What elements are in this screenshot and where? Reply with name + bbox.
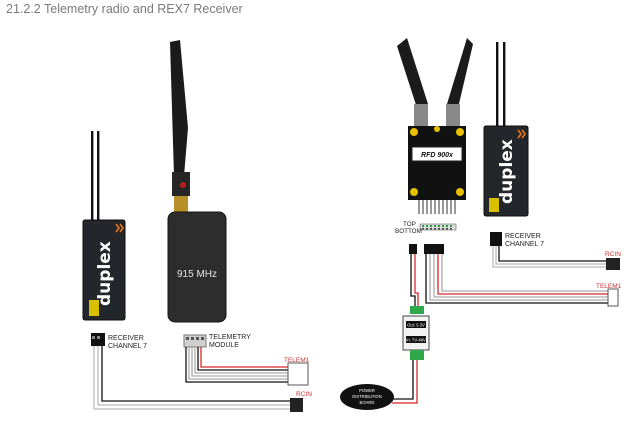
left-radio-antenna: [170, 40, 190, 212]
right-receiver-channel-line1: RECEIVER: [505, 233, 541, 240]
left-telem1-label: TELEM1: [284, 357, 310, 364]
left-rcin-plug: [290, 398, 303, 412]
left-telemetry-module-line2: MODULE: [209, 342, 239, 349]
left-rcin-label: RCIN: [296, 391, 312, 398]
left-receiver-channel-line2: CHANNEL 7: [108, 343, 147, 350]
right-regulator-output: Out: 5.3V: [407, 323, 425, 328]
left-radio-frequency: 915 MHz: [177, 269, 217, 280]
right-telemetry-plug: [424, 244, 444, 254]
right-radio-header: [419, 223, 457, 231]
right-top-label: TOP: [403, 221, 416, 228]
right-rfd900-radio: RFD 900x: [408, 126, 466, 214]
right-radio-antennas: [397, 38, 473, 130]
right-rcin-label: RCIN: [605, 251, 621, 258]
left-receiver-antennas: [91, 131, 100, 226]
left-telemetry-cable: [185, 347, 288, 383]
right-pdb-label-line3: BOARD: [360, 400, 375, 405]
section-heading: 21.2.2 Telemetry radio and REX7 Receiver: [6, 2, 243, 16]
right-pdb-label-line2: DISTRIBUTION: [352, 394, 382, 399]
left-telemetry-connector: [183, 334, 207, 348]
right-receiver-channel-line2: CHANNEL 7: [505, 241, 544, 248]
left-telem1-plug: [287, 362, 309, 386]
right-telemetry-cable: [425, 254, 608, 304]
right-power-distribution-board: POWER DISTRIBUTION BOARD: [340, 384, 394, 410]
right-pdb-wires: [392, 360, 418, 404]
left-telemetry-module-line1: TELEMETRY: [209, 334, 251, 341]
right-regulator-connector: [410, 306, 424, 314]
right-pdb-label-line1: POWER: [359, 388, 375, 393]
right-receiver-connector: [490, 232, 502, 246]
right-rcin-plug: [606, 258, 620, 270]
right-receiver-rex7: duplex: [483, 125, 529, 217]
left-receiver-rex7: duplex: [82, 219, 126, 321]
left-receiver-connector: [91, 333, 105, 346]
right-receiver-antennas: [496, 42, 506, 128]
left-rcin-cable: [93, 346, 290, 410]
right-regulator-input: In: 7V-48V: [406, 338, 426, 343]
right-voltage-regulator: Out: 5.3V In: 7V-48V: [402, 315, 430, 360]
left-receiver-channel-line1: RECEIVER: [108, 335, 144, 342]
right-power-plug: [409, 244, 417, 254]
right-telem1-label: TELEM1: [596, 283, 622, 290]
right-bottom-label: BOTTOM: [395, 228, 422, 235]
right-power-wires: [410, 254, 419, 312]
left-telemetry-radio: 915 MHz: [167, 211, 227, 323]
right-rcin-cable: [492, 246, 606, 268]
right-telem1-plug: [607, 288, 619, 307]
right-radio-name: RFD 900x: [421, 152, 454, 159]
left-receiver-logo: duplex: [95, 241, 115, 306]
right-receiver-logo: duplex: [497, 139, 517, 204]
